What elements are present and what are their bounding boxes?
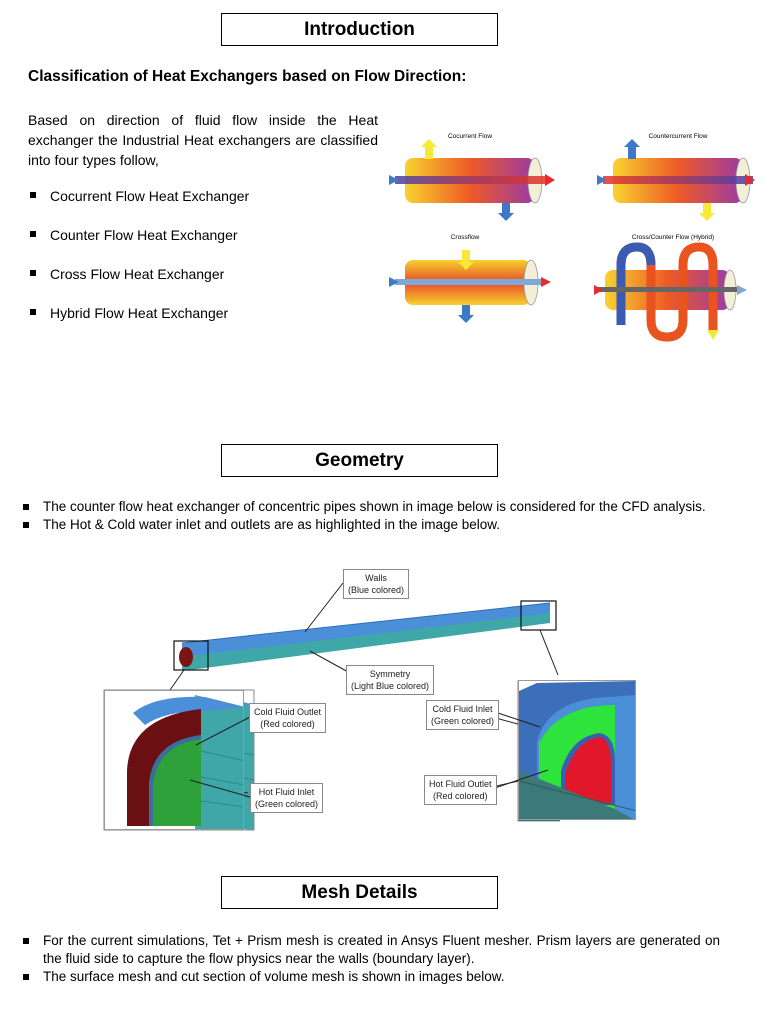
diagram-title: Cross/Counter Flow (Hybrid) [632, 234, 714, 241]
label-symmetry: Symmetry(Light Blue colored) [346, 665, 435, 695]
label-cold-fluid-outlet: Cold Fluid Outlet(Red colored) [249, 703, 327, 733]
label-cold-fluid-inlet: Cold Fluid Inlet(Green colored) [426, 700, 500, 730]
geometry-heading: Geometry [221, 444, 498, 477]
intro-paragraph: Based on direction of fluid flow inside … [28, 112, 378, 168]
list-item: Cross Flow Heat Exchanger [30, 266, 224, 282]
mesh-details-heading: Mesh Details [221, 876, 498, 909]
diagram-title: Crossflow [451, 234, 480, 241]
introduction-heading: Introduction [221, 13, 498, 46]
diagram-title: Cocurrent Flow [448, 133, 492, 140]
list-item: Counter Flow Heat Exchanger [30, 227, 238, 243]
list-item: For the current simulations, Tet + Prism… [20, 932, 720, 968]
label-walls: Walls(Blue colored) [343, 569, 410, 599]
label-hot-fluid-inlet: Hot Fluid Inlet(Green colored) [250, 783, 324, 813]
list-item: The Hot & Cold water inlet and outlets a… [20, 516, 720, 534]
list-item: The counter flow heat exchanger of conce… [20, 498, 720, 516]
list-item: The surface mesh and cut section of volu… [20, 968, 720, 986]
classification-subtitle: Classification of Heat Exchangers based … [28, 68, 467, 85]
flow-type-diagrams: Cocurrent Flow Countercurrent Flow Cross… [389, 133, 755, 342]
list-item: Hybrid Flow Heat Exchanger [30, 305, 228, 321]
list-item: Cocurrent Flow Heat Exchanger [30, 188, 249, 204]
left-inlet-zoom [104, 690, 244, 830]
label-hot-fluid-outlet: Hot Fluid Outlet(Red colored) [424, 775, 497, 805]
geometry-bullets: The counter flow heat exchanger of conce… [20, 498, 720, 534]
right-outlet-zoom [518, 680, 636, 820]
mesh-bullets: For the current simulations, Tet + Prism… [20, 932, 720, 986]
diagram-title: Countercurrent Flow [649, 133, 708, 140]
